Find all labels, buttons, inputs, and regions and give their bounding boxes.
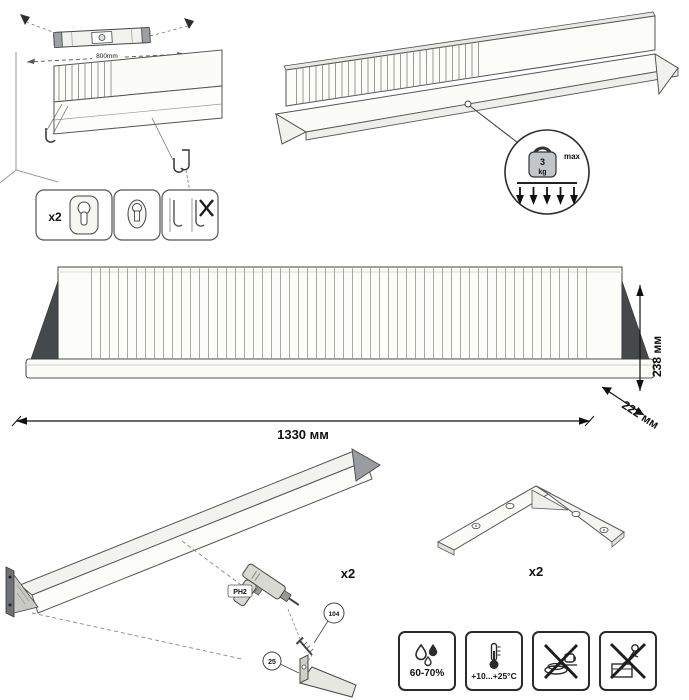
height-label: 238 мм	[650, 336, 664, 377]
shelf-perspective-diagram: 3 kg max	[274, 11, 680, 215]
oval-keyhole-icon	[127, 199, 147, 229]
right-side-bracket	[621, 280, 650, 360]
screwdriver-icon	[233, 563, 300, 607]
anchor-spacing-label: 800mm	[96, 53, 118, 60]
left-side-bracket	[30, 280, 59, 360]
hanging-bracket-icon	[180, 149, 191, 193]
hardware-count-label: x2	[48, 210, 62, 224]
down-arrows-icon	[516, 187, 578, 205]
bracket-count-label: x2	[529, 564, 543, 579]
width-dimension: 1330 мм	[11, 415, 595, 442]
no-dishes-icon	[543, 644, 579, 679]
temperature-condition-box: +10...+25°C	[465, 631, 523, 691]
detail-bracket-drawing	[299, 654, 357, 698]
humidity-condition-box: 60-70%	[398, 631, 456, 691]
width-label: 1330 мм	[277, 427, 329, 442]
no-dishes-condition-box	[532, 631, 590, 691]
bracket-profile-icon	[169, 198, 183, 232]
weight-icon: 3 kg	[528, 146, 557, 178]
bracket-assembly-diagram: x2 PH2 104	[5, 448, 381, 698]
wall-hook-icon	[151, 117, 184, 173]
shelf-back-panel-drawing	[53, 49, 223, 135]
depth-dimension: 222 мм	[601, 386, 662, 432]
temperature-label: +10...+25°C	[471, 670, 517, 681]
screw-ref-callout: 104	[313, 602, 345, 644]
cross-mark-icon	[199, 199, 214, 217]
spirit-level-icon	[53, 27, 151, 48]
right-end-bracket	[351, 448, 381, 482]
keyhole-hanger-icon	[69, 195, 99, 235]
usage-conditions-row: 60-70% +10...+25°C	[398, 631, 657, 691]
bracket-profile-icon	[191, 198, 205, 232]
hardware-box-wrong-mount	[161, 189, 219, 241]
load-unit-label: kg	[538, 169, 546, 176]
height-dimension: 238 мм	[636, 285, 664, 391]
humidity-label: 60-70%	[409, 668, 445, 679]
shelf-front-drawing	[25, 266, 655, 379]
screw-leader	[287, 608, 301, 640]
detail-leader-lines	[31, 540, 253, 660]
confirmat-ref-callout: 25	[262, 651, 300, 674]
load-limit-callout: 3 kg max	[464, 100, 590, 215]
confirmat-ref-label: 25	[268, 659, 276, 666]
left-end-bracket	[5, 566, 39, 618]
no-climbing-condition-box	[599, 631, 657, 691]
wall-hook-icon	[45, 103, 69, 143]
bit-label: PH2	[233, 589, 247, 596]
no-climbing-icon	[610, 643, 646, 679]
load-max-label: max	[564, 152, 581, 161]
wall-anchor-marks-icon	[20, 14, 194, 37]
hardware-box-hangers: x2	[35, 189, 113, 241]
bit-label-tag: PH2	[227, 584, 253, 598]
corner-bracket-drawing	[436, 485, 625, 556]
depth-label: 222 мм	[619, 398, 661, 432]
screw-icon	[295, 636, 314, 656]
hardware-box-keyhole	[113, 189, 161, 241]
corner-bracket-diagram: x2	[436, 485, 625, 579]
wall-corner-lines	[0, 52, 59, 184]
shelf-board-3d	[274, 53, 680, 145]
assembly-count-label: x2	[341, 566, 355, 581]
load-value-label: 3	[540, 157, 545, 167]
thermometer-icon	[489, 642, 501, 669]
water-drops-icon	[415, 643, 438, 667]
shelf-board-upside-down	[19, 448, 381, 614]
shelf-front-view: 1330 мм 238 мм 222 мм	[11, 266, 664, 442]
screw-ref-label: 104	[329, 611, 340, 618]
wall-mounting-diagram: 800mm	[0, 14, 223, 241]
